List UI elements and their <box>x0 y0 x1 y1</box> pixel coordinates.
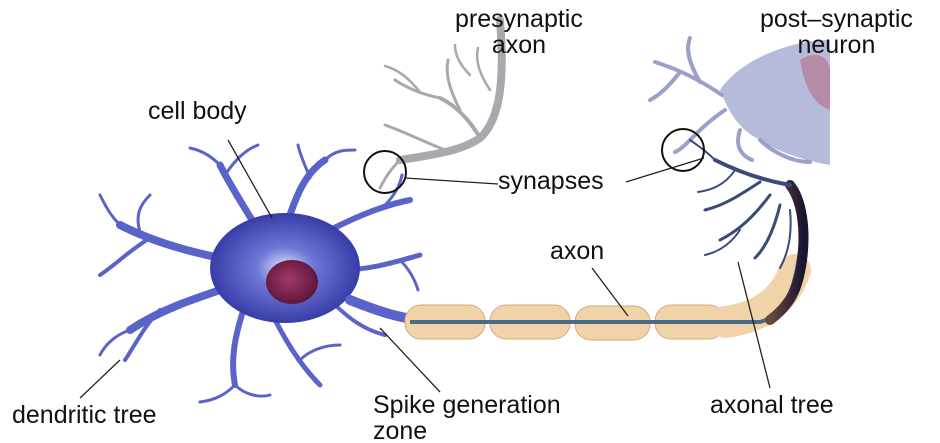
spike-generation-zone-label: Spike generation zone <box>373 392 561 443</box>
post-synaptic-neuron-label-line2: neuron <box>760 32 913 58</box>
post-synaptic-neuron-label: post–synaptic neuron <box>760 6 913 58</box>
spike-generation-zone-label-line2: zone <box>373 418 561 443</box>
cell-body-label: cell body <box>148 98 247 124</box>
axonal-tree-shape <box>690 140 791 268</box>
post-synaptic-neuron-label-line1: post–synaptic <box>760 6 913 32</box>
presynaptic-axon-label-line2: axon <box>455 32 583 58</box>
leader-lines <box>80 140 770 398</box>
presynaptic-axon-label-line1: presynaptic <box>455 6 583 32</box>
presynaptic-axon-label: presynaptic axon <box>455 6 583 58</box>
synapse-circle-left <box>364 151 406 193</box>
synapses-label: synapses <box>498 168 604 194</box>
axonal-tree-label: axonal tree <box>710 392 834 418</box>
dendritic-tree-label: dendritic tree <box>12 402 157 428</box>
spike-generation-zone-label-line1: Spike generation <box>373 392 561 418</box>
axon-label: axon <box>550 238 604 264</box>
cell-body-shape <box>210 213 360 323</box>
